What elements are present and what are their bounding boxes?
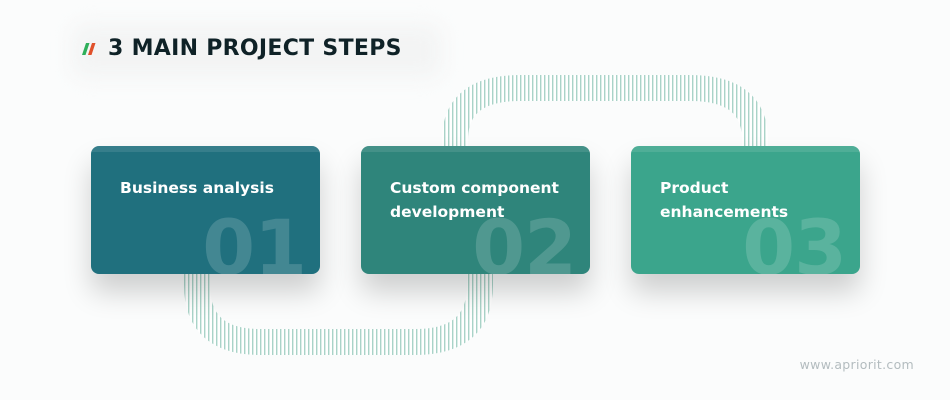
step-card-3: Product enhancements 03 <box>631 146 860 274</box>
title-backdrop <box>72 24 442 78</box>
step-number-1: 01 <box>202 203 307 275</box>
step-number-3: 03 <box>742 203 847 275</box>
page-title: 3 MAIN PROJECT STEPS <box>108 36 402 61</box>
double-slash-icon <box>82 42 96 55</box>
footer-url: www.apriorit.com <box>799 357 914 372</box>
step-label-2: Custom component development <box>390 179 559 221</box>
upper-loop <box>442 75 768 146</box>
lower-loop <box>184 274 493 355</box>
step-label-3: Product enhancements <box>660 179 789 221</box>
step-label-1: Business analysis <box>120 179 274 197</box>
title-block: 3 MAIN PROJECT STEPS <box>82 36 402 61</box>
step-card-2: Custom component development 02 <box>361 146 590 274</box>
step-number-2: 02 <box>472 203 577 275</box>
step-card-1: Business analysis 01 <box>91 146 320 274</box>
